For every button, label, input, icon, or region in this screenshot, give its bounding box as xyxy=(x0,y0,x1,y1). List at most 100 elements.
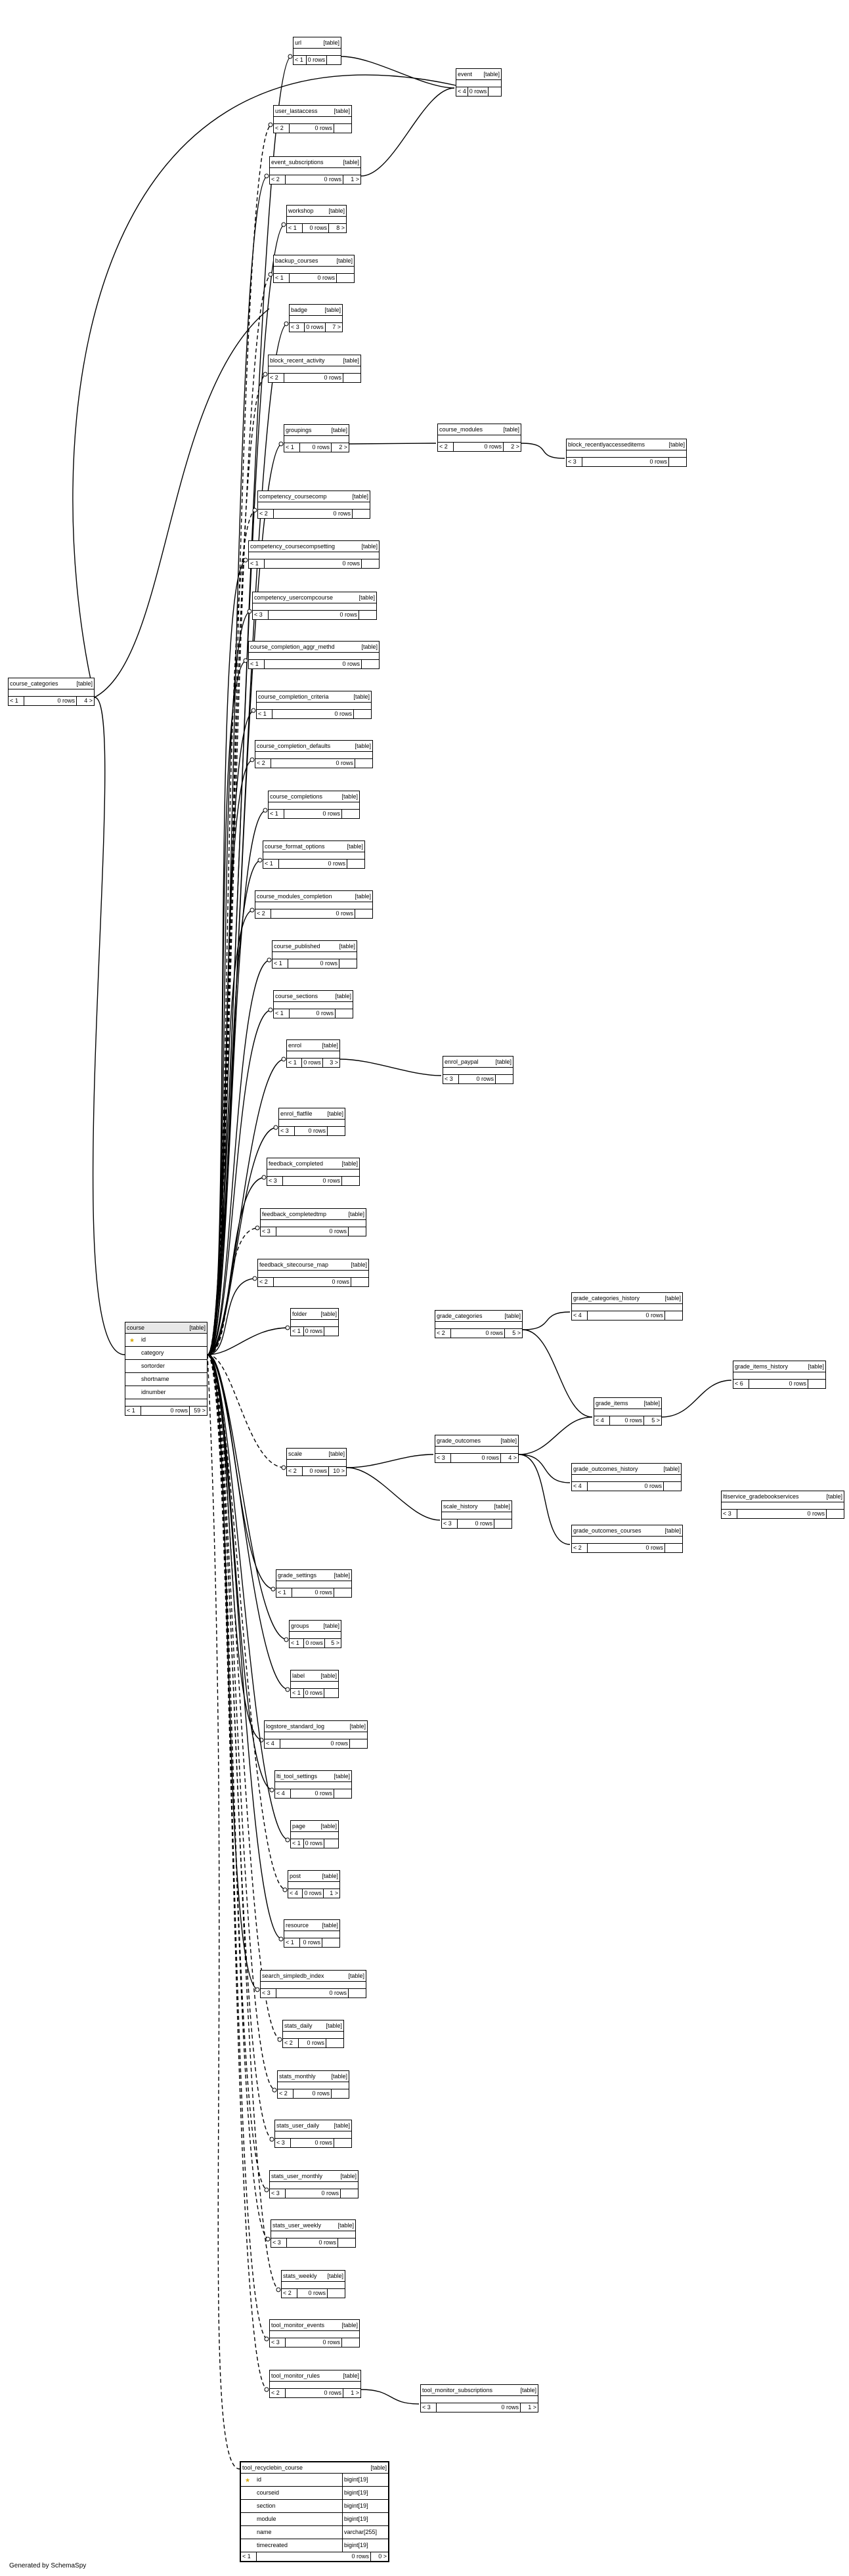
parent-count: < 4 xyxy=(572,1482,588,1491)
edge-endpoint xyxy=(272,2087,277,2093)
row-count: 0 rows xyxy=(305,323,326,332)
child-count xyxy=(324,1327,338,1336)
table-name: competency_coursecomp xyxy=(259,492,327,500)
column-name: shortname xyxy=(125,1376,207,1382)
child-count: 3 > xyxy=(330,1059,338,1066)
table-header: backup_courses[table] xyxy=(274,255,354,267)
child-count: 4 > xyxy=(508,1454,517,1461)
table-header: event_subscriptions[table] xyxy=(270,157,360,168)
row-count: 0 rows xyxy=(24,697,77,705)
spacer-row xyxy=(283,2032,343,2039)
spacer-row xyxy=(442,1512,512,1519)
spacer-row xyxy=(291,1832,338,1839)
edge-endpoint xyxy=(284,321,289,326)
table-tag: [table] xyxy=(500,1437,517,1444)
table-tag: [table] xyxy=(334,107,350,114)
column-type: bigint[19] xyxy=(342,2539,388,2552)
parent-count: < 1 xyxy=(276,1588,292,1597)
child-count xyxy=(351,1278,368,1286)
table-tag: [table] xyxy=(341,1160,358,1167)
edge-course-course-modules-completion xyxy=(207,909,254,1355)
child-count xyxy=(341,2189,358,2198)
table-tag: [table] xyxy=(668,441,685,448)
parent-count: < 3 xyxy=(442,1519,458,1528)
table-name: stats_weekly xyxy=(283,2272,317,2279)
spacer-row xyxy=(267,1169,359,1177)
table-header: groups[table] xyxy=(290,1621,341,1632)
parent-count: < 1 xyxy=(257,710,272,718)
table-name: course_modules xyxy=(439,426,483,433)
row-count: 0 rows xyxy=(300,443,332,452)
child-count: 2 > xyxy=(511,443,519,450)
parent-count: < 2 xyxy=(274,124,290,133)
child-count xyxy=(324,1689,338,1697)
row-count: 0 rows xyxy=(458,1519,494,1528)
